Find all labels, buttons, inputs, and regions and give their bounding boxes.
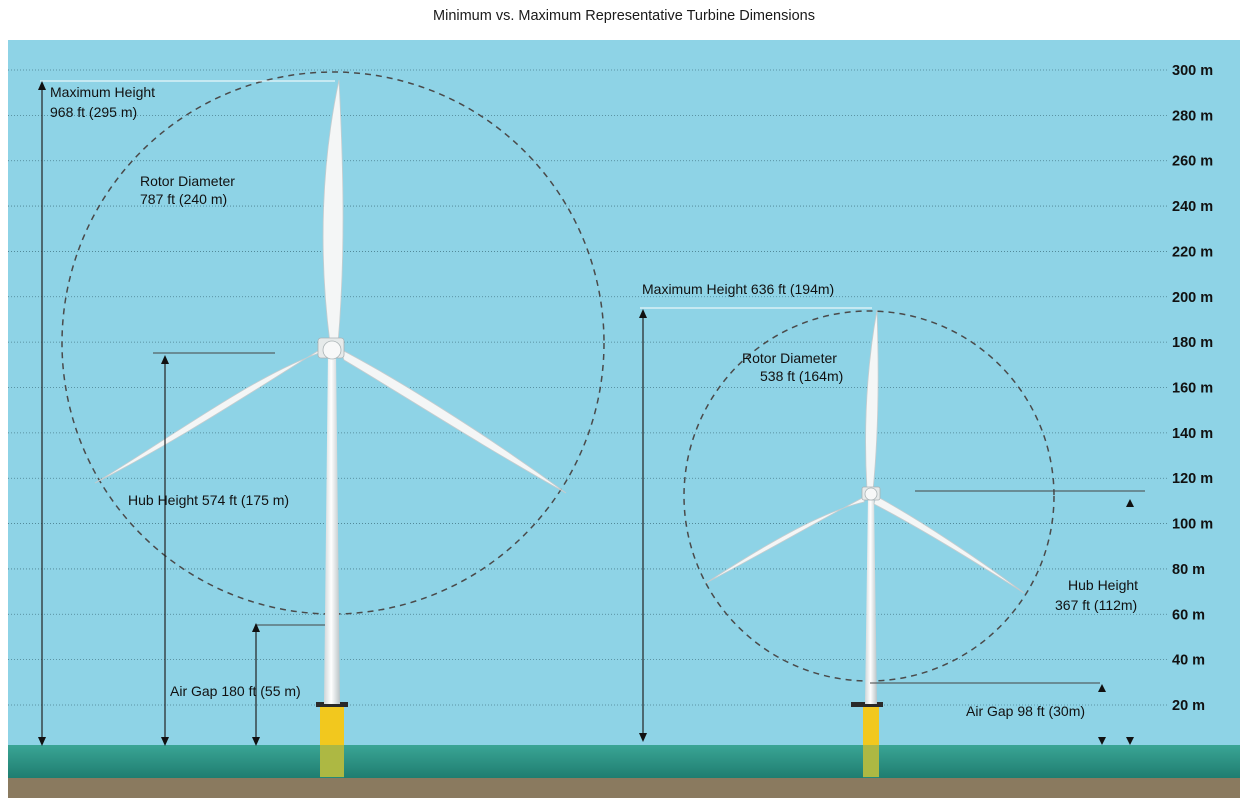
height-tick-label: 300 m <box>1172 63 1213 79</box>
height-tick-label: 180 m <box>1172 335 1213 351</box>
height-tick-label: 80 m <box>1172 562 1205 578</box>
height-scale: 300 m 280 m 260 m 240 m 220 m 200 m 180 m 160 m… <box>1172 63 1213 714</box>
max-blade-right <box>339 348 567 494</box>
max-rotor-label: Rotor Diameter 787 ft (240 m) <box>140 173 239 207</box>
seabed <box>8 778 1240 798</box>
max-rotor-circle <box>61 71 605 615</box>
height-tick-label: 280 m <box>1172 108 1213 124</box>
max-tower <box>324 352 340 704</box>
min-height-label: Maximum Height 636 ft (194m) <box>642 281 834 297</box>
height-tick-label: 220 m <box>1172 244 1213 260</box>
height-tick-label: 240 m <box>1172 199 1213 215</box>
sky <box>8 40 1240 746</box>
maximum-turbine <box>61 71 605 778</box>
height-tick-label: 120 m <box>1172 471 1213 487</box>
min-hub-label: Hub Height 367 ft (112m) <box>1055 577 1142 613</box>
min-tower <box>865 496 877 704</box>
height-tick-label: 260 m <box>1172 154 1213 170</box>
height-tick-label: 100 m <box>1172 517 1213 533</box>
max-foundation <box>320 705 344 777</box>
height-tick-label: 200 m <box>1172 290 1213 306</box>
max-height-label: Maximum Height 968 ft (295 m) <box>50 84 159 120</box>
minimum-turbine <box>683 309 1055 778</box>
height-tick-label: 60 m <box>1172 607 1205 623</box>
max-hub-label: Hub Height 574 ft (175 m) <box>128 492 289 508</box>
height-tick-label: 160 m <box>1172 381 1213 397</box>
height-tick-label: 20 m <box>1172 698 1205 714</box>
sea <box>8 745 1240 778</box>
max-blade-up <box>322 79 344 344</box>
max-blade-left <box>94 345 327 484</box>
min-blade-right <box>873 495 1025 594</box>
height-tick-label: 40 m <box>1172 653 1205 669</box>
max-hub <box>322 340 342 360</box>
height-tick-label: 140 m <box>1172 426 1213 442</box>
min-foundation <box>863 705 879 777</box>
min-airgap-label: Air Gap 98 ft (30m) <box>966 703 1085 719</box>
min-hub <box>864 487 878 501</box>
min-blade-left <box>705 495 867 584</box>
min-rotor-label: Rotor Diameter 538 ft (164m) <box>742 350 843 384</box>
min-blade-up <box>865 309 879 491</box>
diagram-title: Minimum vs. Maximum Representative Turbi… <box>433 8 815 24</box>
max-airgap-label: Air Gap 180 ft (55 m) <box>170 683 301 699</box>
